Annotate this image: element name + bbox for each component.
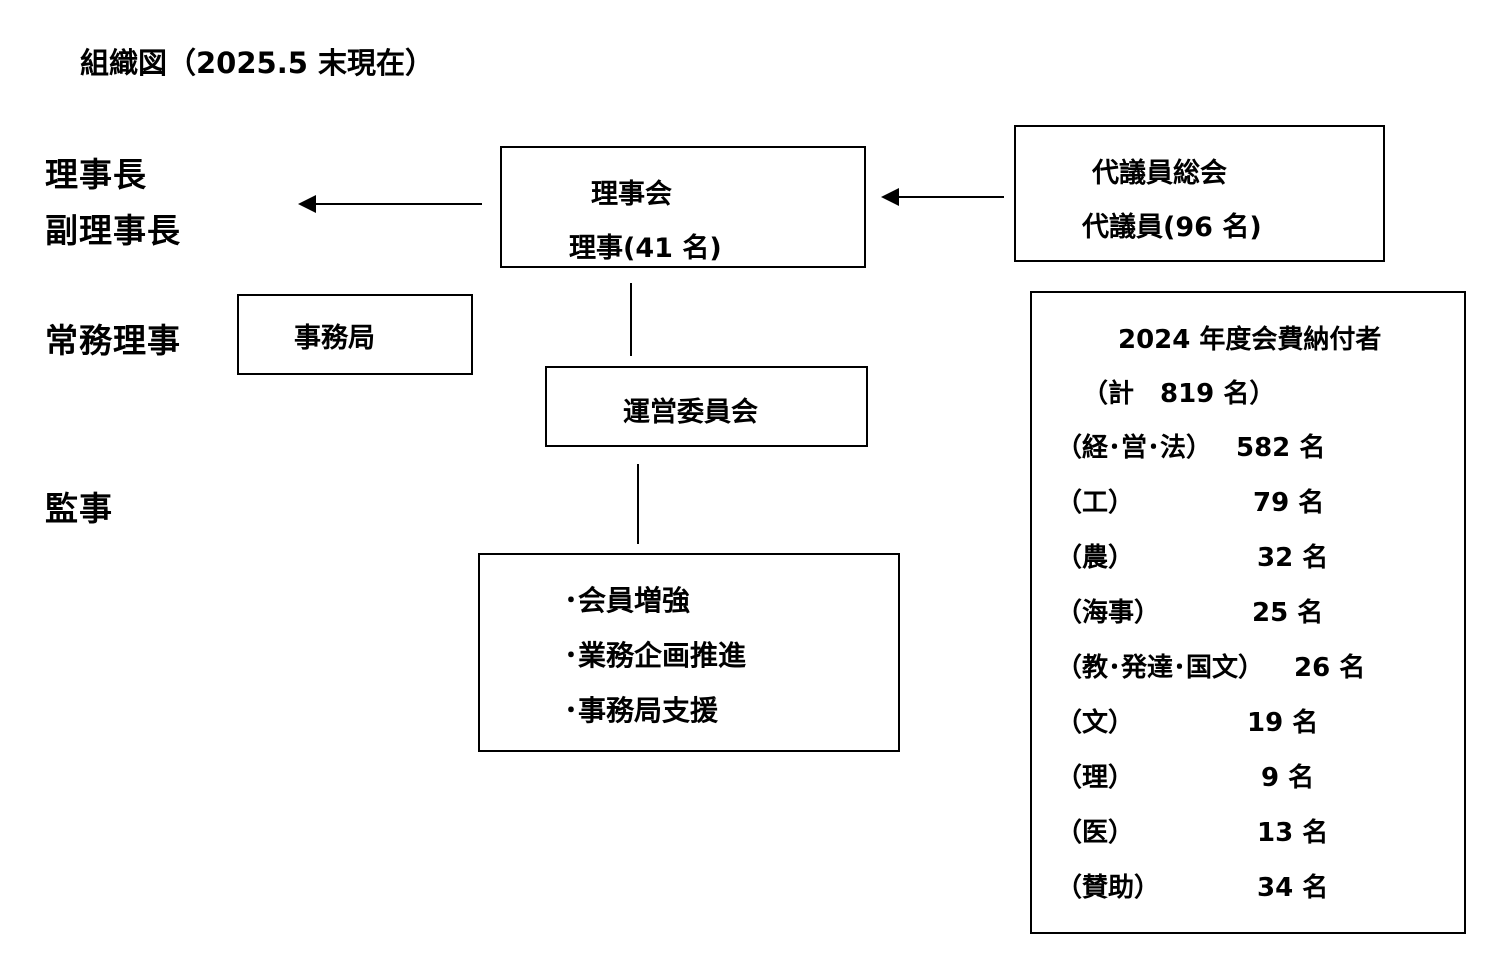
- membership-row: （教･発達･国文） 26 名: [1032, 647, 1464, 687]
- task-item: ･事務局支援: [564, 694, 719, 727]
- arrow-left-icon: [881, 188, 899, 206]
- role-auditor: 監事: [45, 489, 113, 528]
- secretariat-title: 事務局: [294, 323, 375, 354]
- task-item: ･業務企画推進: [564, 639, 747, 672]
- delegates-members: 代議員(96 名): [1082, 212, 1262, 243]
- membership-category: （経･営･法）: [1056, 433, 1213, 463]
- role-vice-chairman: 副理事長: [45, 211, 181, 250]
- membership-category: （賛助）: [1056, 873, 1161, 903]
- membership-box: 2024 年度会費納付者 （計 819 名） （経･営･法） 582 名 （工）…: [1030, 291, 1466, 934]
- membership-count: 19 名: [1247, 708, 1319, 738]
- membership-count: 582 名: [1236, 433, 1326, 463]
- membership-category: （理）: [1056, 763, 1135, 793]
- role-chairman: 理事長: [45, 155, 147, 194]
- membership-category: （文）: [1056, 708, 1135, 738]
- task-item: ･会員増強: [564, 584, 691, 617]
- membership-category: （海事）: [1056, 598, 1161, 628]
- membership-category: （医）: [1056, 818, 1135, 848]
- steering-box: 運営委員会: [545, 366, 868, 447]
- membership-title: 2024 年度会費納付者: [1118, 325, 1382, 355]
- secretariat-box: 事務局: [237, 294, 473, 375]
- membership-row: （医） 13 名: [1032, 812, 1464, 852]
- tasks-box: ･会員増強 ･業務企画推進 ･事務局支援: [478, 553, 900, 752]
- membership-row: （農） 32 名: [1032, 537, 1464, 577]
- connector-steering-tasks: [637, 464, 639, 544]
- page-title: 組織図（2025.5 末現在）: [80, 46, 435, 80]
- membership-count: 34 名: [1257, 873, 1329, 903]
- role-managing-director: 常務理事: [45, 321, 181, 360]
- membership-count: 79 名: [1253, 488, 1325, 518]
- delegates-title: 代議員総会: [1092, 158, 1227, 189]
- board-box: 理事会 理事(41 名): [500, 146, 866, 268]
- connector-board-steering: [630, 283, 632, 356]
- membership-row: （海事） 25 名: [1032, 592, 1464, 632]
- membership-category: （工）: [1056, 488, 1135, 518]
- membership-total: （計 819 名）: [1082, 379, 1276, 409]
- membership-row: （賛助） 34 名: [1032, 867, 1464, 907]
- arrow-board-to-chairman-line: [316, 203, 482, 205]
- steering-title: 運営委員会: [623, 397, 758, 428]
- membership-row: （文） 19 名: [1032, 702, 1464, 742]
- membership-row: （工） 79 名: [1032, 482, 1464, 522]
- arrow-delegates-to-board-line: [898, 196, 1004, 198]
- membership-count: 25 名: [1252, 598, 1324, 628]
- membership-row: （経･営･法） 582 名: [1032, 427, 1464, 467]
- board-members: 理事(41 名): [569, 233, 722, 264]
- arrow-left-icon: [298, 195, 316, 213]
- membership-count: 32 名: [1257, 543, 1329, 573]
- membership-row: （理） 9 名: [1032, 757, 1464, 797]
- membership-count: 26 名: [1294, 653, 1366, 683]
- membership-count: 9 名: [1261, 763, 1315, 793]
- membership-category: （農）: [1056, 543, 1135, 573]
- membership-category: （教･発達･国文）: [1056, 653, 1265, 683]
- board-title: 理事会: [591, 179, 672, 210]
- membership-count: 13 名: [1257, 818, 1329, 848]
- delegates-box: 代議員総会 代議員(96 名): [1014, 125, 1385, 262]
